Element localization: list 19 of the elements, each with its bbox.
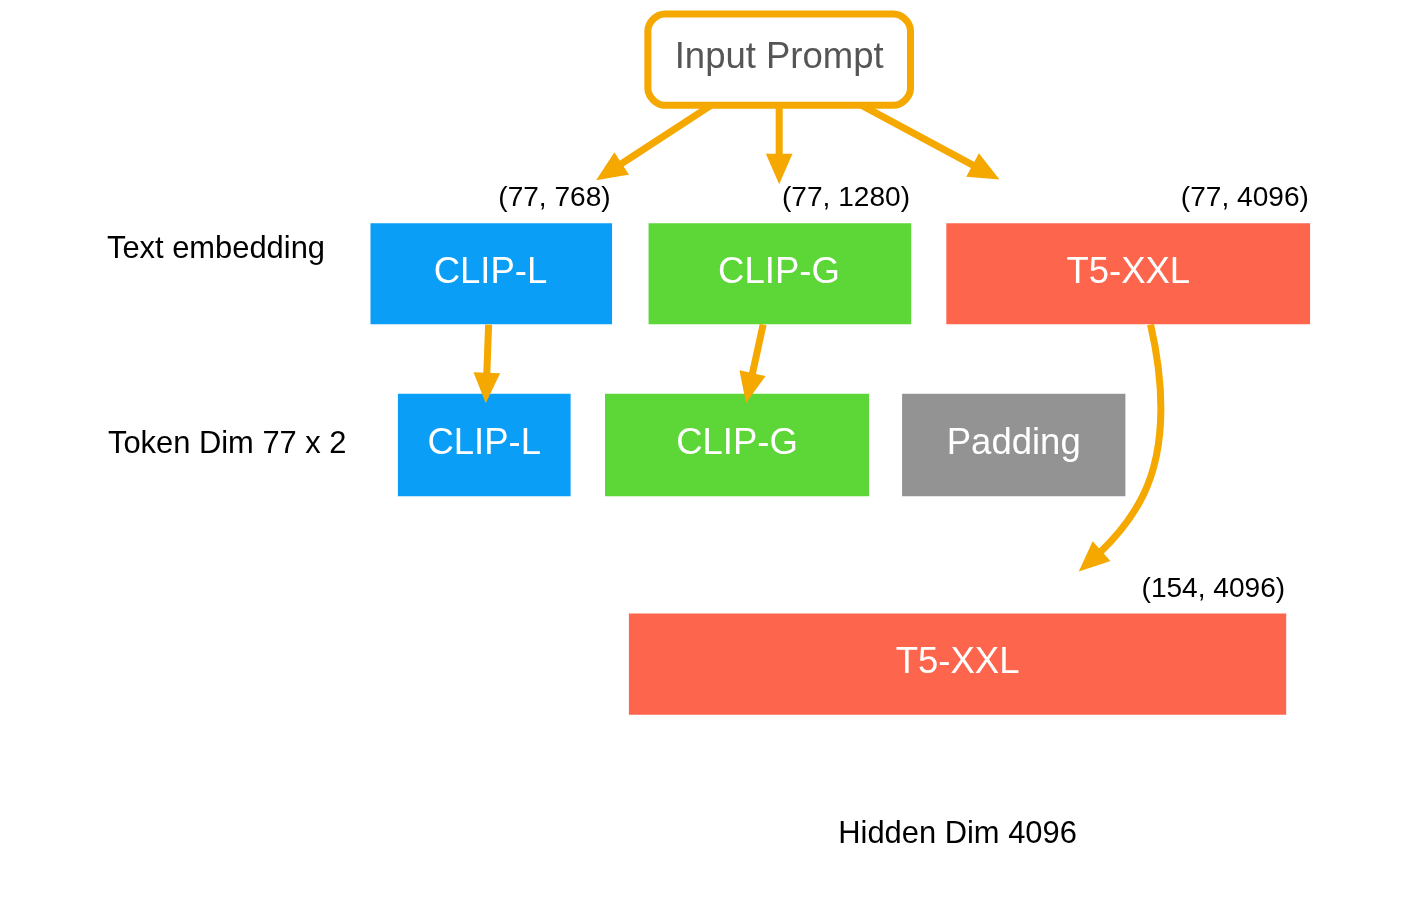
node-label: (77, 1280) — [782, 181, 910, 213]
label: Text embedding — [107, 229, 325, 265]
arrow — [739, 323, 767, 403]
node-box: CLIP-L — [370, 223, 613, 325]
label: Token Dim 77 x 2 — [107, 424, 347, 460]
node-label: (77, 768) — [498, 181, 611, 213]
node-label: (154, 4096) — [1141, 571, 1286, 603]
arrow — [473, 324, 501, 404]
arrow — [765, 105, 793, 185]
node-box: Input Prompt — [644, 10, 914, 109]
arrow — [1078, 323, 1165, 572]
node-box: T5-XXL — [946, 223, 1311, 325]
node-box: T5-XXL — [628, 613, 1287, 715]
node-box: CLIP-G — [605, 393, 870, 497]
node-box: CLIP-G — [648, 223, 912, 325]
node-box: CLIP-L — [397, 393, 571, 497]
label: Hidden Dim 4096 — [838, 815, 1077, 851]
node-label: (77, 4096) — [1180, 181, 1309, 213]
node-box: Padding — [902, 393, 1126, 497]
